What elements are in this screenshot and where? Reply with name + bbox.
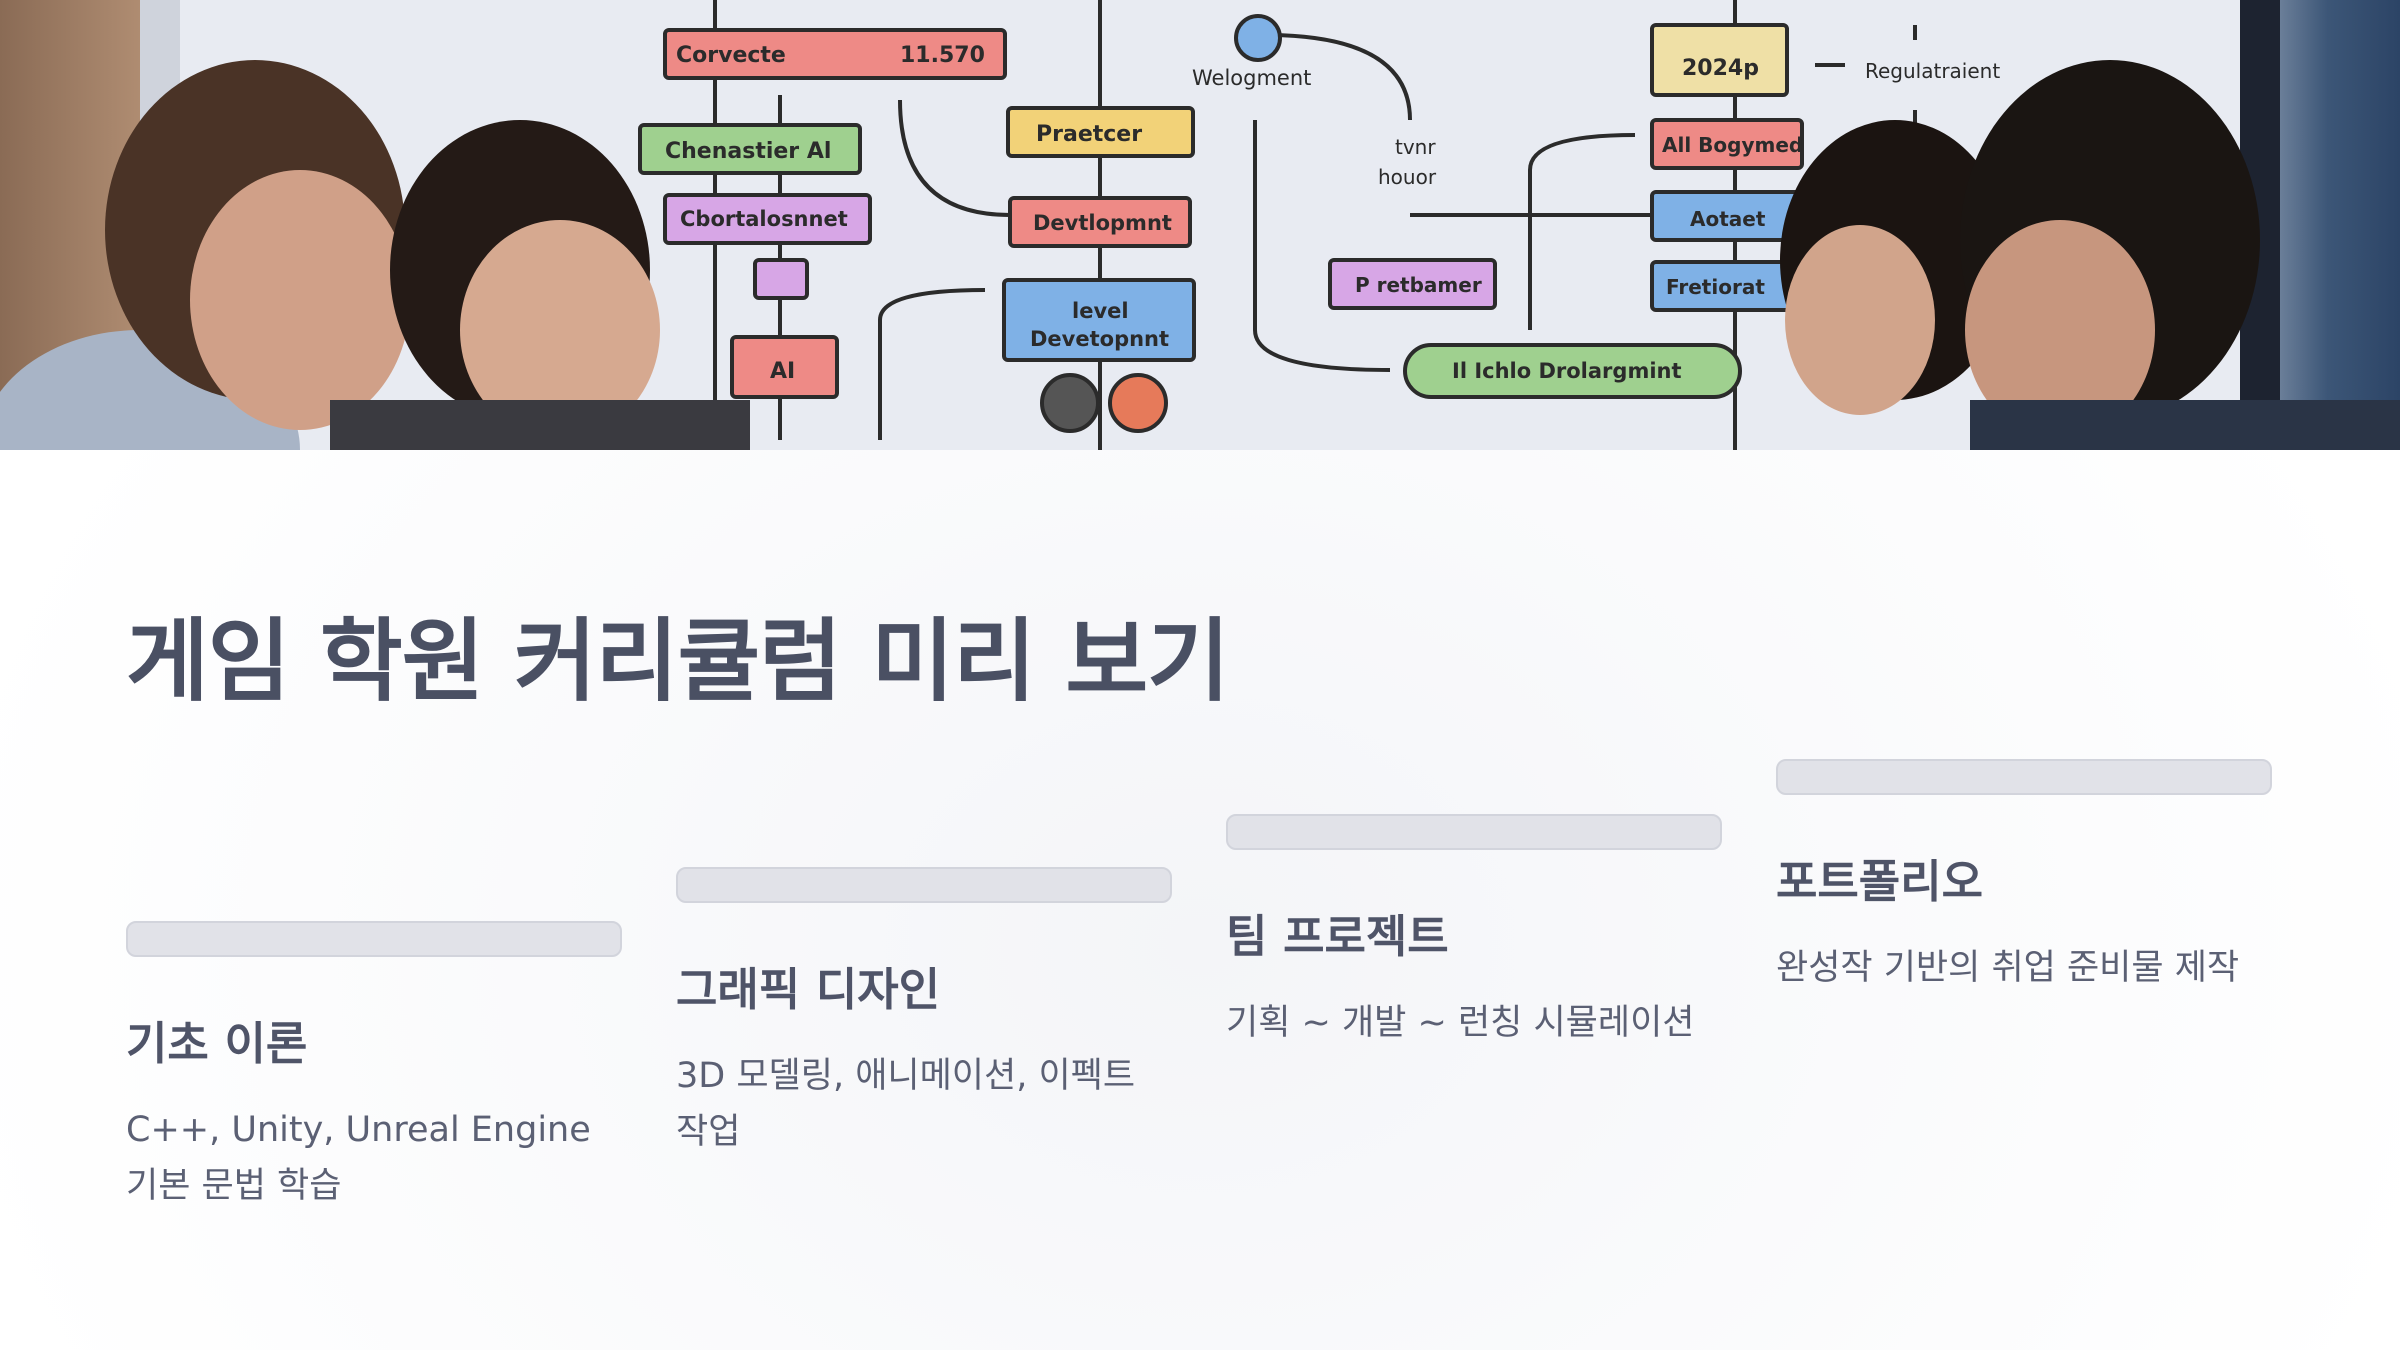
- diagram-label: Fretiorat: [1666, 275, 1765, 299]
- curriculum-step-basics: 기초 이론 C++, Unity, Unreal Engine 기본 문법 학습: [126, 921, 622, 1214]
- step-heading: 기초 이론: [126, 1017, 308, 1070]
- step-description: 완성작 기반의 취업 준비물 제작: [1776, 948, 2240, 988]
- curriculum-step-portfolio: 포트폴리오 완성작 기반의 취업 준비물 제작: [1776, 759, 2272, 996]
- diagram-label: Devetopnnt: [1030, 327, 1169, 351]
- step-heading: 포트폴리오: [1776, 855, 1984, 908]
- diagram-label: AI: [770, 359, 795, 384]
- whiteboard-photo: Corvecte 11.570 Welogment 2024p Regulatr…: [0, 0, 2400, 450]
- diagram-label: Corvecte: [676, 43, 786, 68]
- timeline-bar: [126, 921, 622, 957]
- curriculum-step-graphic-design: 그래픽 디자인 3D 모델링, 애니메이션, 이펙트 작업: [676, 867, 1172, 1160]
- diagram-label: Welogment: [1192, 66, 1311, 90]
- diagram-label: P retbamer: [1355, 273, 1482, 297]
- diagram-label: Il Ichlo Drolargmint: [1452, 359, 1682, 383]
- hero-image: Corvecte 11.570 Welogment 2024p Regulatr…: [0, 0, 2400, 450]
- diagram-label: tvnr: [1395, 135, 1436, 159]
- diagram-label: Chenastier Al: [665, 139, 831, 164]
- diagram-label: Aotaet: [1690, 207, 1766, 231]
- step-heading: 그래픽 디자인: [676, 963, 941, 1016]
- diagram-label: Cbortalosnnet: [680, 207, 848, 231]
- page-title: 게임 학원 커리큘럼 미리 보기: [126, 609, 1230, 714]
- diagram-label: houor: [1378, 165, 1437, 189]
- curriculum-step-team-project: 팀 프로젝트 기획 ~ 개발 ~ 런칭 시뮬레이션: [1226, 814, 1722, 1051]
- timeline-bar: [676, 867, 1172, 903]
- timeline-bar: [1776, 759, 2272, 795]
- step-description: C++, Unity, Unreal Engine 기본 문법 학습: [126, 1110, 591, 1206]
- diagram-label: 11.570: [900, 43, 985, 68]
- diagram-label: level: [1072, 299, 1129, 323]
- diagram-label: 2024p: [1682, 56, 1759, 81]
- diagram-label: Praetcer: [1036, 122, 1142, 147]
- diagram-label: Regulatraient: [1865, 59, 2000, 83]
- step-description: 기획 ~ 개발 ~ 런칭 시뮬레이션: [1226, 1003, 1695, 1043]
- diagram-label: All Bogymed: [1662, 133, 1803, 157]
- timeline-bar: [1226, 814, 1722, 850]
- step-heading: 팀 프로젝트: [1226, 910, 1449, 963]
- step-description: 3D 모델링, 애니메이션, 이펙트 작업: [676, 1056, 1136, 1152]
- diagram-label: Devtlopmnt: [1033, 211, 1172, 235]
